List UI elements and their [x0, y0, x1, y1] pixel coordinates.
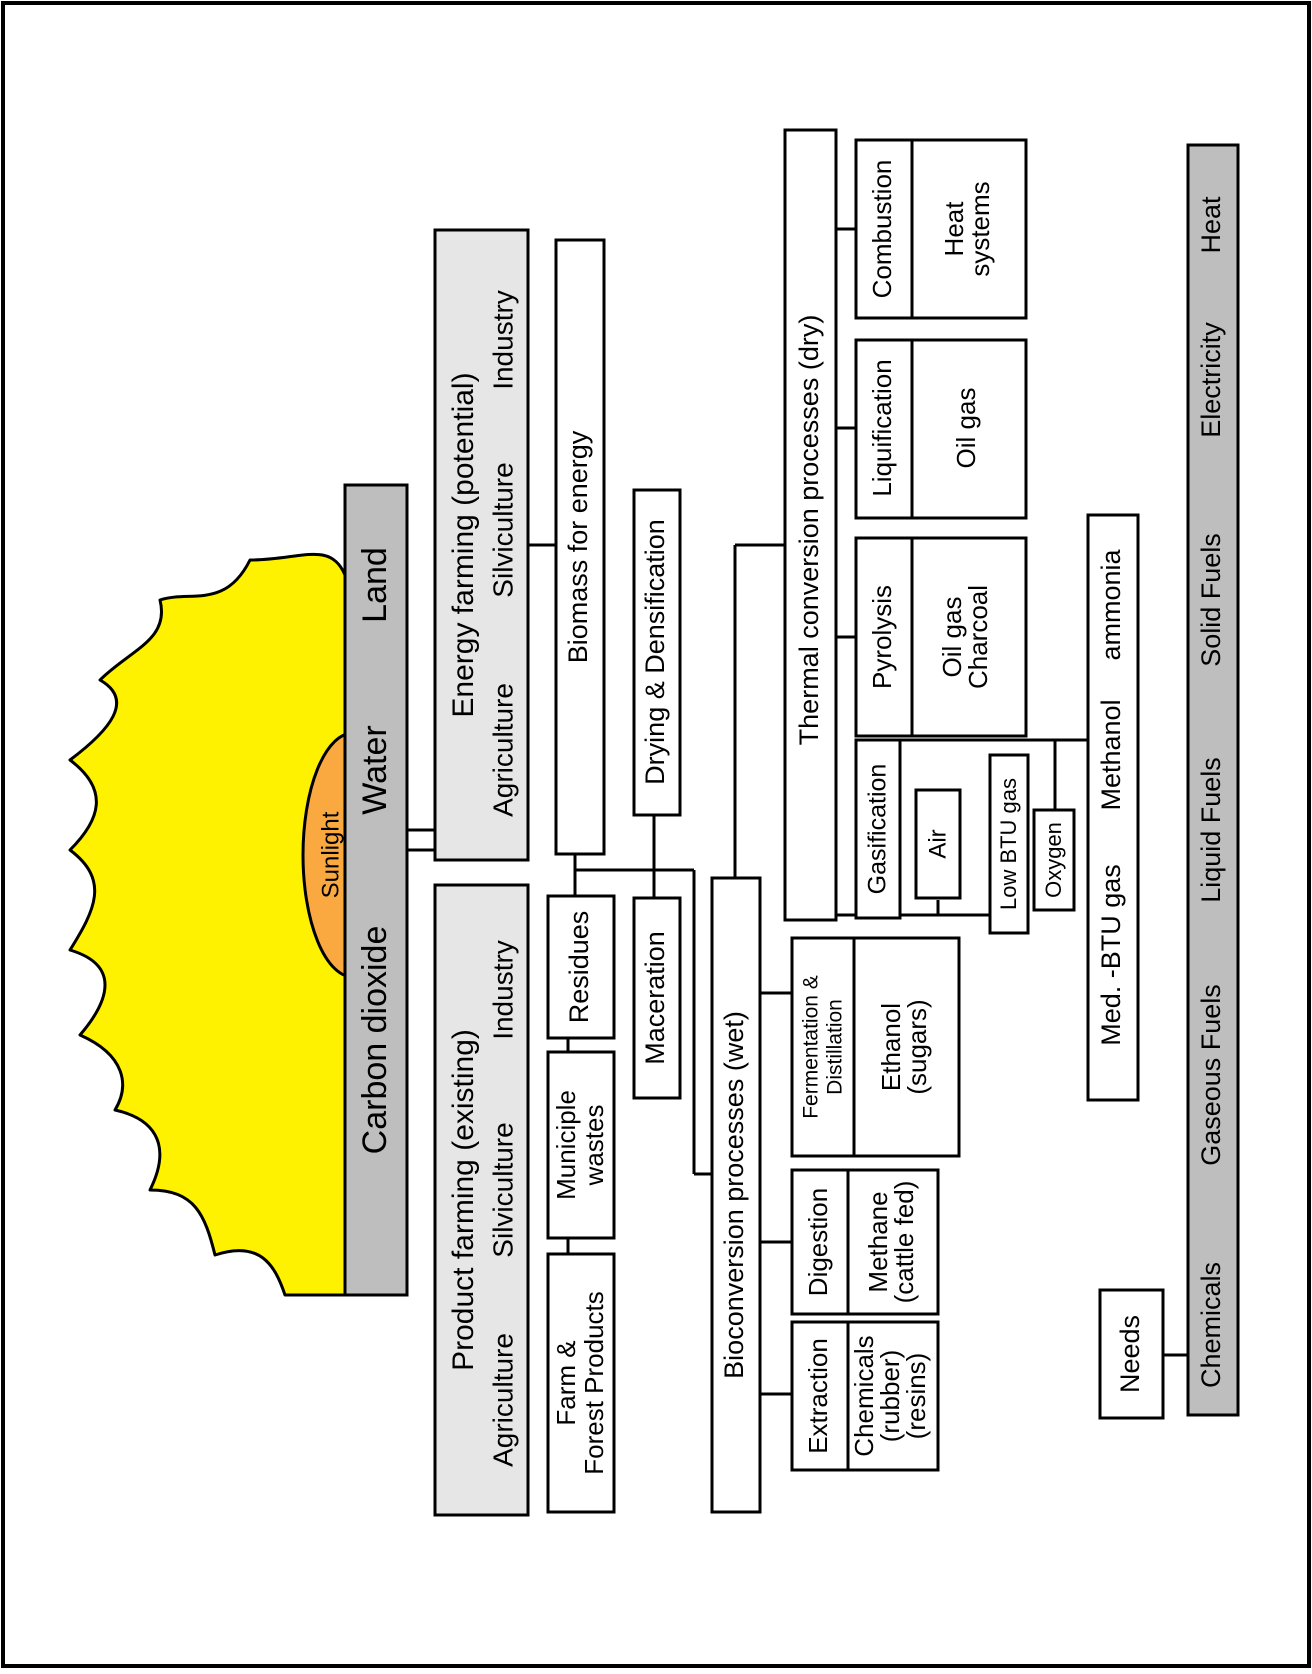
extraction-product-line-3: (resins) — [901, 1353, 931, 1440]
product-farming-title: Product farming (existing) — [447, 1029, 480, 1371]
need-liquid-fuels: Liquid Fuels — [1196, 757, 1226, 903]
combustion-label: Combustion — [867, 160, 897, 299]
fermentation-distillation-box — [790, 936, 961, 1158]
extraction-product-line-1: Chemicals — [849, 1335, 879, 1456]
medium-btu-gas-box — [1086, 513, 1140, 1102]
medium-btu-gas-label: Med. -BTU gas — [1096, 864, 1126, 1046]
need-heat: Heat — [1196, 196, 1226, 254]
municipal-line-2: wastes — [579, 1105, 609, 1187]
need-electricity: Electricity — [1196, 322, 1226, 438]
drying-densification-box — [632, 488, 682, 817]
biomass-for-energy-label: Biomass for energy — [563, 430, 593, 663]
energy-farming-title: Energy farming (potential) — [447, 372, 480, 717]
oxygen-label: Oxygen — [1041, 822, 1066, 898]
residues-label: Residues — [564, 911, 594, 1024]
digestion-product-line-2: (cattle fed) — [889, 1181, 919, 1304]
sunlight-label: Sunlight — [317, 811, 344, 898]
digestion-label: Digestion — [803, 1188, 833, 1296]
thermal-conversion-title: Thermal conversion processes (dry) — [794, 315, 824, 746]
connector-lines — [407, 227, 1188, 1396]
drying-densification-label: Drying & Densification — [640, 519, 670, 785]
needs-bar — [1186, 143, 1240, 1417]
air-label: Air — [924, 829, 951, 858]
farm-forest-products-box — [546, 1252, 616, 1514]
biomass-for-energy-box — [554, 238, 606, 856]
methanol-label: Methanol — [1096, 699, 1126, 810]
digestion-product-line-1: Methane — [863, 1191, 893, 1292]
energy-farming-box — [433, 228, 530, 862]
energy-farming-agriculture: Agriculture — [487, 683, 518, 817]
pyrolysis-label: Pyrolysis — [867, 585, 897, 689]
maceration-box — [632, 896, 682, 1100]
low-btu-gas-box — [988, 753, 1030, 935]
inputs-bar — [343, 483, 409, 1297]
pyrolysis-product-line-1: Oil gas — [937, 597, 967, 678]
ammonia-label: ammonia — [1096, 548, 1126, 660]
thermal-conversion-box — [783, 128, 838, 922]
input-water: Water — [356, 725, 394, 814]
product-farming-industry: Industry — [487, 940, 518, 1040]
bioconversion-title: Bioconversion processes (wet) — [719, 1011, 749, 1379]
needs-label: Needs — [1115, 1315, 1145, 1393]
input-land: Land — [356, 547, 394, 623]
municipal-wastes-box — [546, 1050, 616, 1240]
needs-box — [1098, 1288, 1165, 1420]
product-farming-box — [433, 883, 530, 1517]
bioconversion-box — [710, 876, 762, 1514]
liquification-box — [854, 338, 1028, 520]
combustion-box — [854, 138, 1028, 320]
farm-forest-line-1: Farm & — [551, 1340, 581, 1425]
residues-box — [546, 894, 616, 1040]
digestion-box — [790, 1168, 940, 1316]
sun-rays — [68, 552, 347, 1297]
municipal-line-1: Municiple — [551, 1090, 581, 1200]
fermentation-product-line-1: Ethanol — [876, 1003, 906, 1091]
liquification-product: Oil gas — [951, 388, 981, 469]
product-farming-agriculture: Agriculture — [487, 1333, 518, 1467]
extraction-product-line-2: (rubber) — [875, 1350, 905, 1442]
product-farming-silviculture: Silviculture — [487, 1122, 518, 1257]
low-btu-gas-label: Low BTU gas — [996, 778, 1021, 910]
need-chemicals: Chemicals — [1196, 1262, 1226, 1388]
fermentation-label-line-2: Distillation — [824, 999, 847, 1095]
oxygen-box — [1032, 808, 1076, 912]
gasification-box — [854, 738, 902, 920]
energy-farming-silviculture: Silviculture — [487, 462, 518, 597]
need-gaseous-fuels: Gaseous Fuels — [1196, 984, 1226, 1166]
fermentation-label-line-1: Fermentation & — [800, 975, 823, 1119]
gasification-label: Gasification — [864, 764, 892, 895]
pyrolysis-product-line-2: Charcoal — [963, 585, 993, 689]
need-solid-fuels: Solid Fuels — [1196, 533, 1226, 667]
input-carbon-dioxide: Carbon dioxide — [356, 926, 394, 1155]
combustion-product-line-1: Heat — [939, 201, 969, 257]
farm-forest-line-2: Forest Products — [579, 1291, 609, 1475]
extraction-box — [790, 1320, 940, 1472]
fermentation-product-line-2: (sugars) — [902, 999, 932, 1094]
combustion-product-line-2: systems — [965, 181, 995, 276]
extraction-label: Extraction — [803, 1338, 833, 1454]
air-box — [914, 788, 962, 900]
maceration-label: Maceration — [640, 931, 670, 1065]
liquification-label: Liquification — [867, 359, 897, 496]
energy-farming-industry: Industry — [487, 290, 518, 390]
pyrolysis-box — [854, 536, 1028, 738]
